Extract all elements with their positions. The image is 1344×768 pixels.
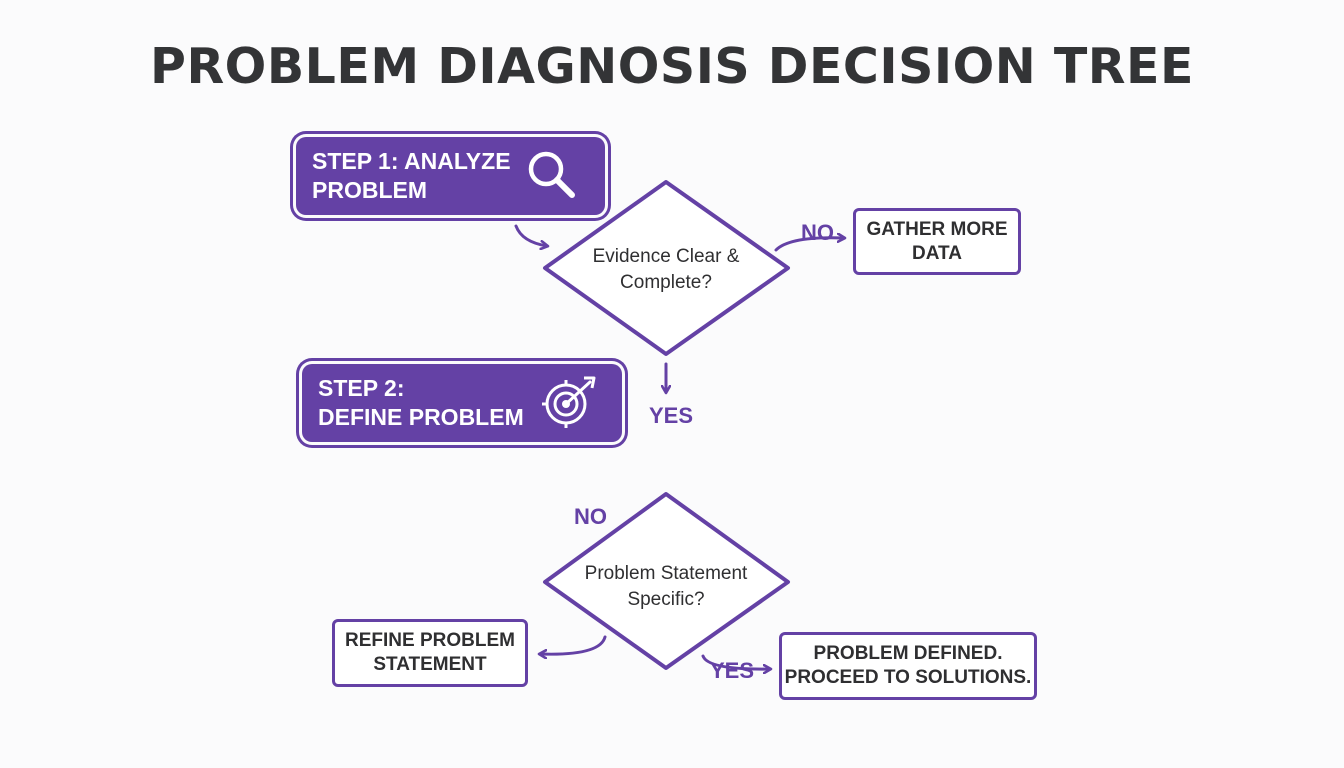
statement-no-label: NO	[574, 504, 607, 529]
page-title: PROBLEM DIAGNOSIS DECISION TREE	[150, 38, 1194, 95]
gather-more-data-box: GATHER MORE DATA	[853, 208, 1021, 275]
magnifier-icon	[528, 151, 575, 198]
statement-yes-label: YES	[710, 658, 755, 683]
step-define-problem: STEP 2: DEFINE PROBLEM	[302, 364, 622, 442]
refine-problem-statement-box: REFINE PROBLEM STATEMENT	[332, 619, 528, 687]
evidence-yes-label: YES	[649, 403, 694, 428]
step-label: STEP 1: ANALYZE PROBLEM	[312, 148, 511, 203]
connector-step1-to-evidence	[514, 224, 547, 246]
step-label: STEP 2: DEFINE PROBLEM	[318, 375, 524, 430]
target-arrow-icon	[542, 376, 596, 428]
problem-defined-box: PROBLEM DEFINED. PROCEED TO SOLUTIONS.	[779, 632, 1037, 700]
decision-diamond-statement	[543, 492, 790, 670]
connector-evidence-no	[774, 238, 844, 252]
step-analyze-problem: STEP 1: ANALYZE PROBLEM	[296, 137, 605, 215]
decision-diamond-evidence	[543, 180, 790, 356]
connector-statement-yes	[701, 654, 770, 669]
connector-statement-no	[540, 635, 607, 654]
evidence-no-label: NO	[801, 220, 834, 245]
decision-evidence-text: Evidence Clear & Complete?	[592, 246, 740, 293]
decision-statement-text: Problem Statement Specific?	[584, 563, 748, 610]
